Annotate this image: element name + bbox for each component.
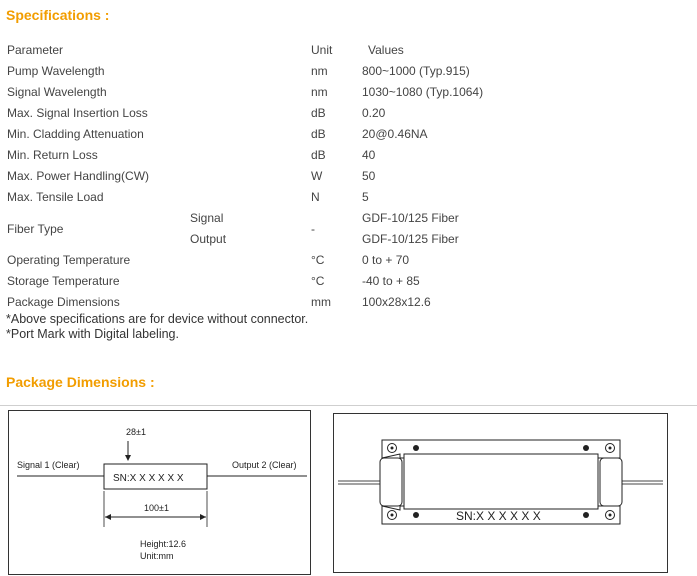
main-body <box>403 453 599 510</box>
fiber-val-signal: GDF-10/125 Fiber <box>362 211 459 225</box>
row-unit: dB <box>311 148 326 162</box>
package-drawing-svg: SN:X X X X X X <box>338 439 663 525</box>
row-value: 0 to + 70 <box>362 253 410 267</box>
row-unit: N <box>311 190 320 204</box>
row-value: 1030~1080 (Typ.1064) <box>362 85 484 99</box>
dim-arrowhead-right <box>200 514 206 520</box>
left-clamp <box>379 457 403 507</box>
table-row-fiber-type: Fiber Type Signal Output - GDF-10/125 Fi… <box>0 208 697 250</box>
table-row: Storage Temperature °C -40 to + 85 <box>0 271 697 292</box>
row-value: 50 <box>362 169 376 183</box>
row-param: Pump Wavelength <box>7 64 105 78</box>
row-param: Signal Wavelength <box>7 85 107 99</box>
fiber-sub-signal: Signal <box>190 211 224 225</box>
row-param: Max. Power Handling(CW) <box>7 169 150 183</box>
unit-note: Unit:mm <box>140 551 174 561</box>
table-row: Operating Temperature °C 0 to + 70 <box>0 250 697 271</box>
screw-top-right-2 <box>583 445 589 451</box>
screw-bottom-right-center <box>608 513 612 517</box>
dim-bottom-label: 100±1 <box>144 503 169 513</box>
row-param: Min. Return Loss <box>7 148 98 162</box>
row-param: Max. Signal Insertion Loss <box>7 106 148 120</box>
header-values: Values <box>368 43 404 57</box>
row-value: 5 <box>362 190 369 204</box>
row-param: Max. Tensile Load <box>7 190 104 204</box>
row-unit: - <box>311 222 315 236</box>
table-row: Max. Signal Insertion Loss dB 0.20 <box>0 103 697 124</box>
note-line: *Port Mark with Digital labeling. <box>6 327 179 341</box>
row-param: Fiber Type <box>7 222 64 236</box>
screw-top-right-center <box>608 446 612 450</box>
row-value: 0.20 <box>362 106 386 120</box>
table-row: Pump Wavelength nm 800~1000 (Typ.915) <box>0 61 697 82</box>
dim-top-arrowhead <box>125 455 131 461</box>
row-param: Storage Temperature <box>7 274 120 288</box>
separator-line <box>0 405 697 406</box>
right-clamp <box>599 457 623 507</box>
row-param: Package Dimensions <box>7 295 120 309</box>
notes: *Above specifications are for device wit… <box>6 312 308 342</box>
row-param: Operating Temperature <box>7 253 131 267</box>
dim-top-label: 28±1 <box>126 427 146 437</box>
fiber-val-output: GDF-10/125 Fiber <box>362 232 459 246</box>
signal-port-label: Signal 1 (Clear) <box>17 460 80 470</box>
row-param: Min. Cladding Attenuation <box>7 127 144 141</box>
output-port-label: Output 2 (Clear) <box>232 460 297 470</box>
dimension-drawing: 28±1 Signal 1 (Clear) Output 2 (Clear) S… <box>8 410 311 575</box>
row-unit: nm <box>311 85 328 99</box>
table-row: Min. Cladding Attenuation dB 20@0.46NA <box>0 124 697 145</box>
table-row: Max. Power Handling(CW) W 50 <box>0 166 697 187</box>
note-line: *Above specifications are for device wit… <box>6 312 309 326</box>
row-value: -40 to + 85 <box>362 274 420 288</box>
row-unit: mm <box>311 295 331 309</box>
package-drawing: SN:X X X X X X <box>333 413 668 573</box>
dim-arrowhead-left <box>105 514 111 520</box>
table-row: Min. Return Loss dB 40 <box>0 145 697 166</box>
fiber-sub-output: Output <box>190 232 227 246</box>
table-row: Signal Wavelength nm 1030~1080 (Typ.1064) <box>0 82 697 103</box>
row-unit: °C <box>311 253 325 267</box>
table-row: Max. Tensile Load N 5 <box>0 187 697 208</box>
row-unit: °C <box>311 274 325 288</box>
row-value: 800~1000 (Typ.915) <box>362 64 470 78</box>
row-unit: dB <box>311 106 326 120</box>
screw-bottom-left-2 <box>413 512 419 518</box>
serial-label: SN:X X X X X X <box>456 509 541 523</box>
row-unit: dB <box>311 127 326 141</box>
spec-table: Parameter Unit Values Pump Wavelength nm 8… <box>0 40 697 313</box>
row-value: 100x28x12.6 <box>362 295 431 309</box>
table-row: Package Dimensions mm 100x28x12.6 <box>0 292 697 313</box>
table-header: Parameter Unit Values <box>0 40 697 61</box>
package-body <box>103 463 208 490</box>
row-value: 40 <box>362 148 376 162</box>
screw-top-left-center <box>390 446 394 450</box>
height-note: Height:12.6 <box>140 539 186 549</box>
specifications-title: Specifications : <box>6 7 110 23</box>
row-value: 20@0.46NA <box>362 127 428 141</box>
header-parameter: Parameter <box>7 43 64 57</box>
dimension-drawing-svg: 28±1 Signal 1 (Clear) Output 2 (Clear) S… <box>17 427 307 561</box>
row-unit: nm <box>311 64 328 78</box>
screw-bottom-left-center <box>390 513 394 517</box>
screw-top-left-2 <box>413 445 419 451</box>
package-dimensions-title: Package Dimensions : <box>6 374 155 390</box>
row-unit: W <box>311 169 323 183</box>
serial-label: SN:X X X X X X <box>113 473 184 484</box>
screw-bottom-right-2 <box>583 512 589 518</box>
header-unit: Unit <box>311 43 333 57</box>
